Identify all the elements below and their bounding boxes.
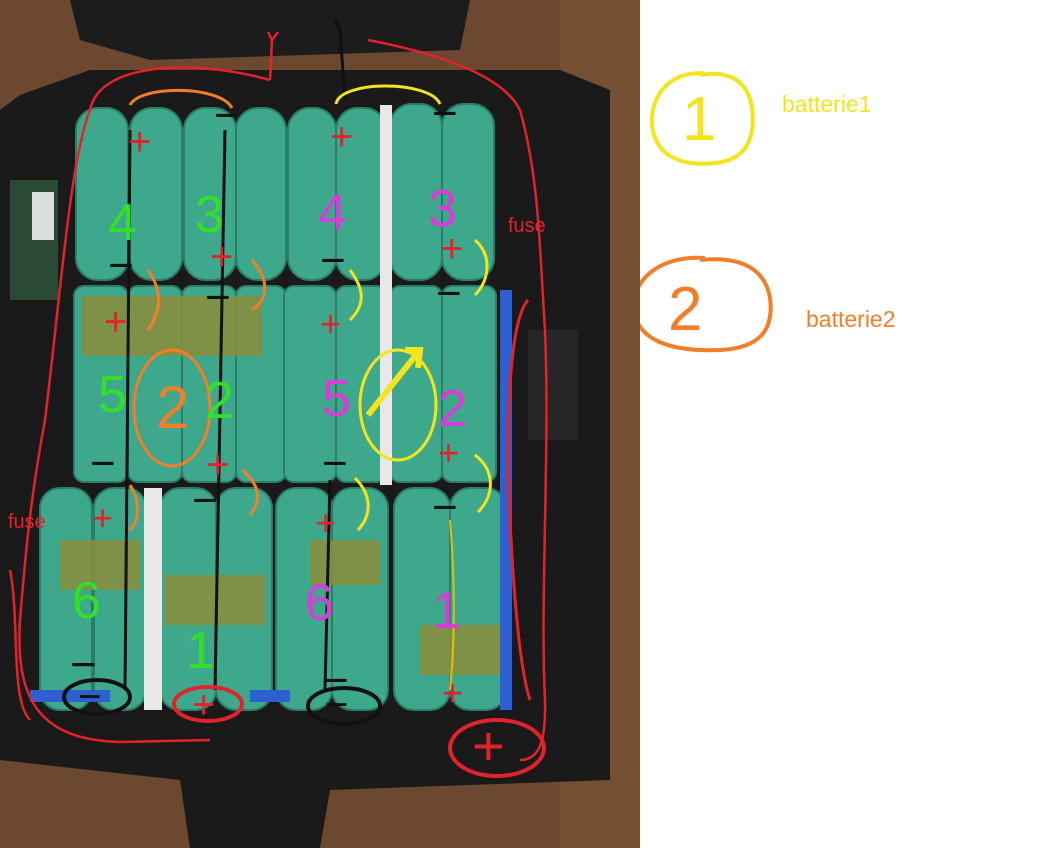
right-connector	[528, 330, 578, 440]
yellow-link	[353, 476, 370, 532]
plus-terminal-circle-left	[172, 685, 244, 723]
group-number-green: 1	[186, 622, 215, 680]
orange-link	[146, 269, 160, 331]
plus-mark: +	[315, 502, 336, 543]
group-number-magenta: 6	[305, 574, 334, 632]
cell-grid	[30, 103, 512, 711]
minus-mark: −	[432, 483, 458, 532]
yellow-link	[473, 238, 489, 297]
yellow-link	[348, 269, 363, 322]
group-number-magenta: 1	[432, 582, 461, 640]
plus-mark: +	[442, 672, 463, 713]
group-number-green: 4	[108, 194, 137, 252]
battery2-number: 2	[156, 374, 189, 441]
plus-mark: +	[192, 683, 215, 727]
battery1-legend-label: batterie1	[782, 91, 872, 117]
battery1-legend-number: 1	[682, 85, 716, 154]
plus-mark: +	[210, 235, 233, 279]
plus-mark: +	[440, 227, 463, 271]
minus-mark: −	[205, 273, 231, 322]
yellow-wire	[449, 519, 455, 691]
plus-mark: +	[438, 432, 459, 473]
minus-mark: −	[108, 241, 134, 290]
battery1-circle	[358, 348, 438, 462]
minus-mark: −	[322, 439, 348, 488]
group-number-magenta: 3	[428, 180, 457, 238]
minus-terminal-circle-left	[62, 678, 132, 716]
orange-link	[128, 484, 139, 532]
top-cover	[70, 0, 470, 60]
minus-mark: −	[78, 675, 101, 719]
yellow-link-top	[334, 84, 442, 105]
battery2-circle	[132, 348, 212, 468]
plus-mark: +	[92, 497, 113, 538]
fuse-label-right: fuse	[508, 215, 546, 237]
plus-mark: +	[472, 714, 505, 777]
minus-mark: −	[320, 236, 346, 285]
minus-mark: −	[432, 89, 458, 138]
battery1-arrow	[365, 347, 424, 417]
legend-panel: 1 batterie1 2 batterie2	[640, 70, 896, 353]
legend-battery2: 2 batterie2	[640, 255, 896, 353]
plus-terminal-circle-right	[448, 718, 546, 778]
minus-mark: −	[70, 638, 97, 690]
battery2-legend-circle	[640, 255, 773, 353]
plus-mark: +	[128, 120, 151, 164]
battery2-legend-number: 2	[668, 275, 702, 344]
minus-mark: −	[214, 91, 240, 140]
minus-mark: −	[323, 656, 349, 705]
fuse-label-left: fuse	[8, 511, 46, 533]
group-number-green: 3	[195, 186, 224, 244]
battery1-legend-circle	[649, 70, 755, 166]
group-number-magenta: 4	[318, 184, 347, 242]
plus-mark: +	[206, 443, 229, 487]
group-number-green: 2	[205, 372, 234, 430]
red-marker-wires	[8, 31, 548, 762]
legend-battery1: 1 batterie1	[649, 70, 872, 166]
black-wires	[123, 19, 347, 691]
group-number-magenta: 5	[322, 370, 351, 428]
group-number-green: 6	[72, 572, 101, 630]
plus-mark: +	[330, 115, 353, 159]
minus-mark: −	[192, 476, 218, 525]
battery2-legend-label: batterie2	[806, 306, 896, 332]
group-number-green: 5	[98, 366, 127, 424]
yellow-link	[474, 453, 492, 514]
minus-mark: −	[436, 269, 462, 318]
battery-pack-photo: + − + − − + − + + − + − − + − + + − + − …	[0, 0, 640, 848]
connector	[32, 192, 54, 240]
orange-link	[250, 258, 267, 312]
minus-terminal-circle-right	[306, 686, 382, 726]
orange-link	[241, 468, 259, 516]
orange-link-top	[128, 88, 234, 109]
minus-mark: −	[325, 683, 348, 727]
plus-mark: +	[104, 300, 127, 344]
plus-mark: +	[320, 303, 341, 344]
group-number-magenta: 2	[438, 380, 467, 438]
minus-mark: −	[90, 439, 116, 488]
